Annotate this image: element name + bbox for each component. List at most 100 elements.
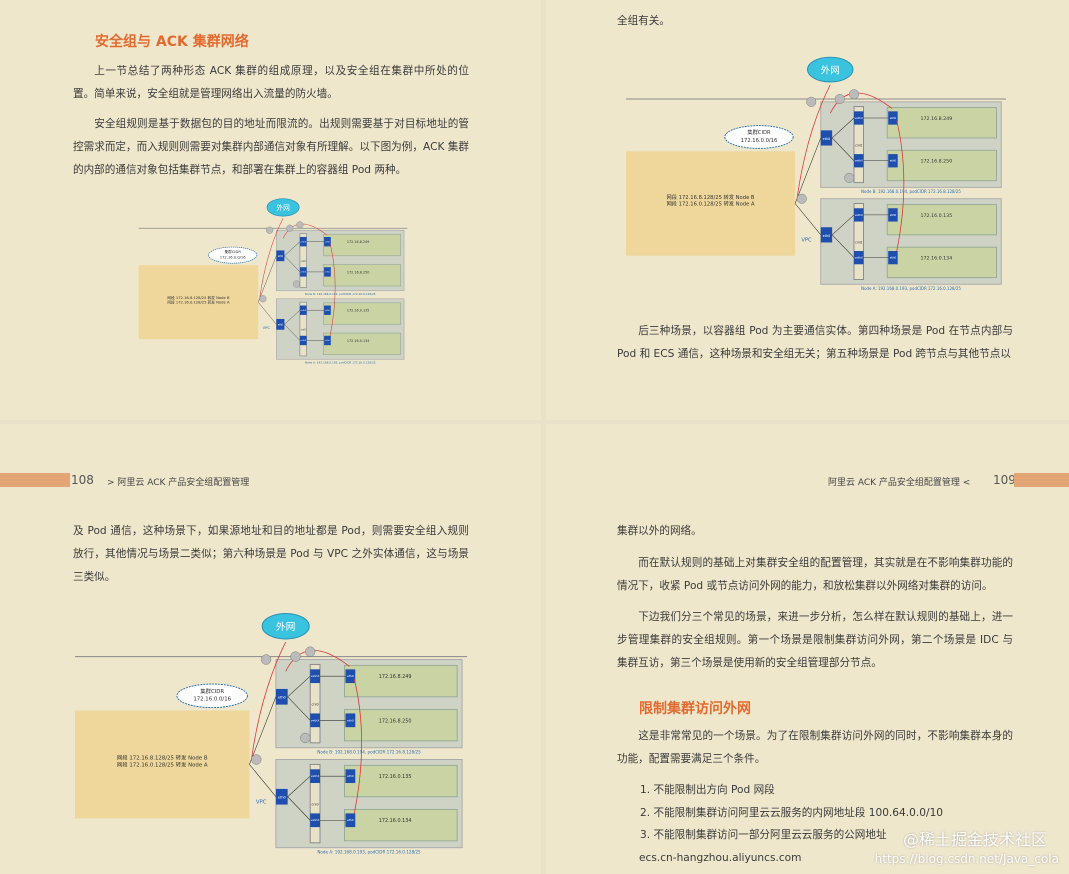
node-label: Node B: 192.168.0.194, podCIDR 172.16.8.… xyxy=(861,189,961,194)
marker xyxy=(286,224,294,232)
pod-ip: 172.16.8.249 xyxy=(347,240,369,244)
paragraph: 全组有关。 xyxy=(617,15,670,27)
svg-text:eth0: eth0 xyxy=(347,718,354,722)
condition-list: 1. 不能限制出方向 Pod 网段 2. 不能限制集群访问阿里云云服务的内网地址… xyxy=(640,779,943,847)
paragraph: 这是非常常见的一个场景。为了在限制集群访问外网的同时，不影响集群本身的功能，配置… xyxy=(617,730,1013,765)
pod-box xyxy=(323,302,402,325)
pod-box xyxy=(323,233,402,257)
pod-eth0-chip xyxy=(324,236,331,247)
veth-chip xyxy=(299,236,307,247)
veth-chip xyxy=(299,305,307,315)
cni-bridge xyxy=(853,203,864,280)
svg-text:eth0: eth0 xyxy=(325,339,330,342)
veth-chip xyxy=(310,713,320,728)
eth0-chip xyxy=(820,130,833,146)
eth0-chip xyxy=(820,227,833,243)
svg-text:vethX: vethX xyxy=(300,339,306,342)
paragraph: 下边我们分三个常见的场景，来进一步分析，怎么样在默认规则的基础上，进一步管理集群… xyxy=(617,611,1013,669)
vpc-label: VPC xyxy=(256,800,267,806)
marker xyxy=(796,193,807,204)
svg-text:eth0: eth0 xyxy=(823,137,831,141)
pod-box xyxy=(886,203,997,236)
section-heading: 限制集群访问外网 xyxy=(639,701,751,717)
pod-eth0-chip xyxy=(888,154,898,168)
marker xyxy=(300,732,311,744)
pod-box xyxy=(886,107,997,139)
pod-ip: 172.16.0.135 xyxy=(379,774,412,780)
vpc-label: VPC xyxy=(263,326,271,330)
pod-eth0-chip xyxy=(345,769,356,784)
svg-text:eth0: eth0 xyxy=(278,324,284,327)
marker xyxy=(834,94,845,104)
paragraph: 及 Pod 通信，这种场景下，如果源地址和目的地址都是 Pod，则需要安全组入规… xyxy=(73,525,469,583)
route-label: 网段 172.16.8.128/25 转发 Node B xyxy=(117,754,208,762)
svg-text:eth0: eth0 xyxy=(823,234,831,238)
running-header: 阿里云 ACK 产品安全组配置管理 < xyxy=(828,478,971,488)
running-header: > 阿里云 ACK 产品安全组配置管理 xyxy=(107,478,250,488)
veth-chip xyxy=(299,335,307,346)
cidr-bubble xyxy=(176,683,248,709)
veth-chip xyxy=(854,208,864,222)
page-top-left: 安全组与 ACK 集群网络 上一节总结了两种形态 ACK 集群的组成原理，以及安… xyxy=(0,0,541,420)
pod-ip: 172.16.8.250 xyxy=(347,270,369,274)
node-label: Node A: 192.168.0.193, podCIDR 172.16.0.… xyxy=(861,286,961,291)
pod-eth0-chip xyxy=(345,669,356,684)
pod-box xyxy=(886,246,997,279)
pod-eth0-chip xyxy=(345,813,356,828)
node-label: Node A: 192.168.0.193, podCIDR 172.16.0.… xyxy=(305,360,376,364)
route-label: 网段 172.16.0.128/25 转发 Node A xyxy=(167,300,230,305)
page-bottom-left: 及 Pod 通信，这种场景下，如果源地址和目的地址都是 Pod，则需要安全组入规… xyxy=(0,424,541,874)
eth0-chip xyxy=(275,688,288,705)
marker xyxy=(849,89,859,100)
cidr-bubble xyxy=(208,246,258,264)
svg-text:eth0: eth0 xyxy=(347,774,354,778)
pod-ip: 172.16.8.249 xyxy=(379,674,412,680)
pod-eth0-chip xyxy=(888,251,898,265)
svg-text:172.16.0.0/16: 172.16.0.0/16 xyxy=(741,138,778,144)
pod-eth0-chip xyxy=(888,208,898,222)
pod-box xyxy=(323,264,402,287)
marker xyxy=(305,646,316,657)
svg-text:cni0: cni0 xyxy=(301,328,306,331)
internet-cloud: 外网 xyxy=(261,612,310,640)
veth-chip xyxy=(854,111,864,125)
pod-box xyxy=(344,664,458,698)
svg-text:vethX: vethX xyxy=(855,256,863,260)
watermark: @稀土掘金技术社区 xyxy=(902,830,1047,849)
marker xyxy=(260,654,272,665)
marker xyxy=(806,96,817,107)
list-item: 1. 不能限制出方向 Pod 网段 xyxy=(640,784,775,796)
marker xyxy=(296,221,304,229)
route-box xyxy=(138,265,259,340)
pod-ip: 172.16.0.135 xyxy=(921,213,953,219)
svg-text:eth0: eth0 xyxy=(347,674,354,678)
pod-box xyxy=(344,808,458,842)
svg-text:vethX: vethX xyxy=(855,116,863,120)
page-number: 109 xyxy=(993,473,1016,487)
marker xyxy=(259,295,267,303)
node-label: Node B: 192.168.0.194, podCIDR 172.16.8.… xyxy=(305,292,376,296)
marker xyxy=(266,226,274,234)
svg-text:eth0: eth0 xyxy=(278,696,286,700)
route-box xyxy=(626,151,796,256)
svg-text:eth0: eth0 xyxy=(325,309,330,312)
route-label: 网段 172.16.8.128/25 转发 Node B xyxy=(167,295,230,300)
pod-eth0-chip xyxy=(888,111,898,125)
internet-cloud: 外网 xyxy=(806,56,854,83)
svg-text:cni0: cni0 xyxy=(301,260,306,263)
svg-text:eth0: eth0 xyxy=(278,255,284,258)
paragraph: 后三种场景，以容器组 Pod 为主要通信实体。第四种场景是 Pod 在节点内部与… xyxy=(617,325,1013,360)
cidr-bubble xyxy=(724,125,794,149)
route-label: 网段 172.16.0.128/25 转发 Node A xyxy=(667,199,755,207)
list-item: 2. 不能限制集群访问阿里云云服务的内网地址段 100.64.0.0/10 xyxy=(640,806,944,819)
cni-bridge xyxy=(309,763,321,844)
cni-bridge xyxy=(299,301,307,357)
marker xyxy=(292,280,301,288)
svg-text:vethX: vethX xyxy=(311,718,320,722)
marker xyxy=(251,754,262,765)
marker xyxy=(844,172,855,183)
svg-text:vethX: vethX xyxy=(311,674,320,678)
